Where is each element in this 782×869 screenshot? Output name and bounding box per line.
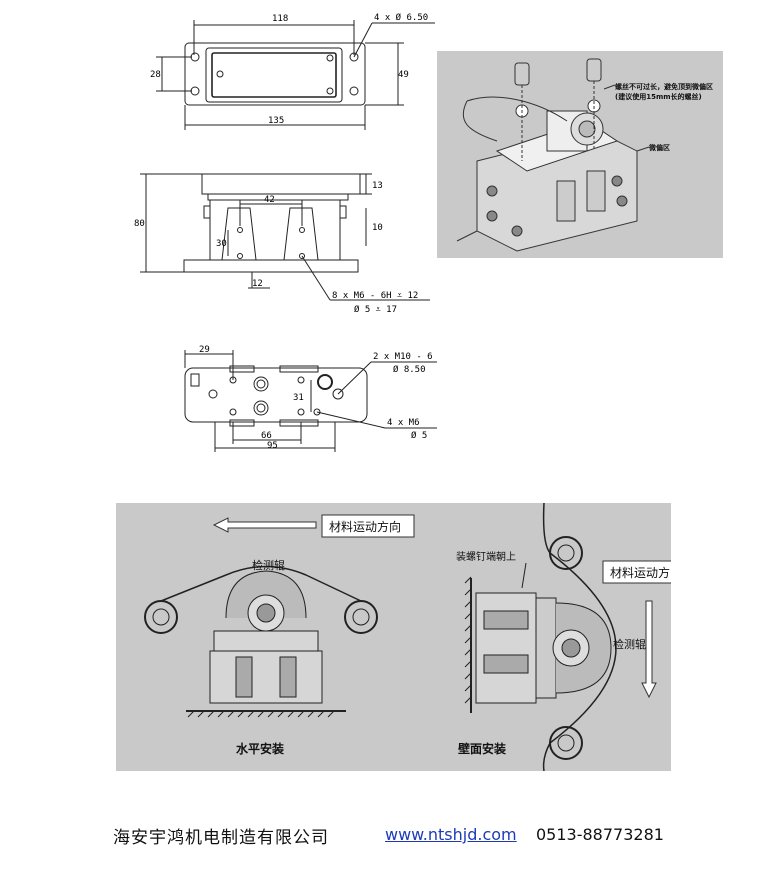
micro-zone-label: 微偏区 bbox=[648, 143, 670, 152]
hole-note: 4 x Ø 6.50 bbox=[374, 12, 428, 23]
mounting-photo: 螺丝不可过长，避免顶到微偏区 (建议使用15mm长的螺丝) 微偏区 bbox=[437, 51, 723, 258]
sensor-illustration: 螺丝不可过长，避免顶到微偏区 (建议使用15mm长的螺丝) 微偏区 bbox=[456, 58, 713, 252]
direction-label-left: 材料运动方向 bbox=[329, 519, 401, 534]
company-name: 海安宇鸿机电制造有限公司 bbox=[113, 828, 329, 848]
phone-number: 0513-88773281 bbox=[536, 825, 664, 844]
top-view-drawing: 118 135 28 49 4 x Ø 6.50 bbox=[150, 12, 435, 130]
roller-label-right: 检测辊 bbox=[613, 637, 646, 651]
dim-30: 30 bbox=[216, 239, 227, 249]
installation-diagram: 材料运动方向 检测辊 水平安装 bbox=[116, 502, 710, 772]
dim-118: 118 bbox=[272, 14, 288, 24]
dim-95: 95 bbox=[267, 441, 278, 451]
dim-49: 49 bbox=[398, 70, 409, 80]
dim-135: 135 bbox=[268, 116, 284, 126]
dim-12: 12 bbox=[252, 279, 263, 289]
m10-note-2: Ø 8.50 bbox=[393, 364, 426, 375]
dim-31: 31 bbox=[293, 393, 304, 403]
dim-29: 29 bbox=[199, 345, 210, 355]
website-link[interactable]: www.ntshjd.com bbox=[385, 825, 517, 844]
caption-horizontal: 水平安装 bbox=[236, 741, 284, 756]
thread-note-1: 8 x M6 - 6H ⩡ 12 bbox=[332, 291, 418, 301]
dim-10: 10 bbox=[372, 223, 383, 233]
caption-wall: 壁面安装 bbox=[458, 741, 506, 756]
thread-note-2: Ø 5 ⩡ 17 bbox=[354, 304, 397, 315]
screw-length-note-2: (建议使用15mm长的螺丝) bbox=[615, 92, 702, 101]
dim-66: 66 bbox=[261, 431, 272, 441]
side-view-drawing: 80 13 42 10 30 12 8 x M6 - 6H ⩡ 12 Ø 5 ⩡… bbox=[134, 173, 430, 315]
screw-length-note: 螺丝不可过长，避免顶到微偏区 bbox=[615, 82, 713, 91]
horizontal-install-figure bbox=[144, 565, 378, 718]
dim-28: 28 bbox=[150, 70, 161, 80]
roller-label-left: 检测辊 bbox=[252, 558, 285, 572]
wall-install-figure bbox=[464, 502, 617, 772]
dim-13: 13 bbox=[372, 181, 383, 191]
dim-80: 80 bbox=[134, 219, 145, 229]
dim-42: 42 bbox=[264, 195, 275, 205]
direction-label-right: 材料运动方向 bbox=[610, 565, 671, 580]
bottom-view-drawing: 29 31 66 95 2 x M10 - 6 Ø 8.50 4 x M6 Ø … bbox=[184, 345, 437, 452]
direction-arrow-down bbox=[641, 600, 657, 699]
m6-note-2: Ø 5 bbox=[411, 430, 427, 441]
m10-note-1: 2 x M10 - 6 bbox=[373, 352, 433, 362]
direction-arrow-left bbox=[212, 517, 317, 533]
m6-note-1: 4 x M6 bbox=[387, 418, 420, 428]
screw-end-note: 装螺钉端朝上 bbox=[456, 550, 516, 563]
